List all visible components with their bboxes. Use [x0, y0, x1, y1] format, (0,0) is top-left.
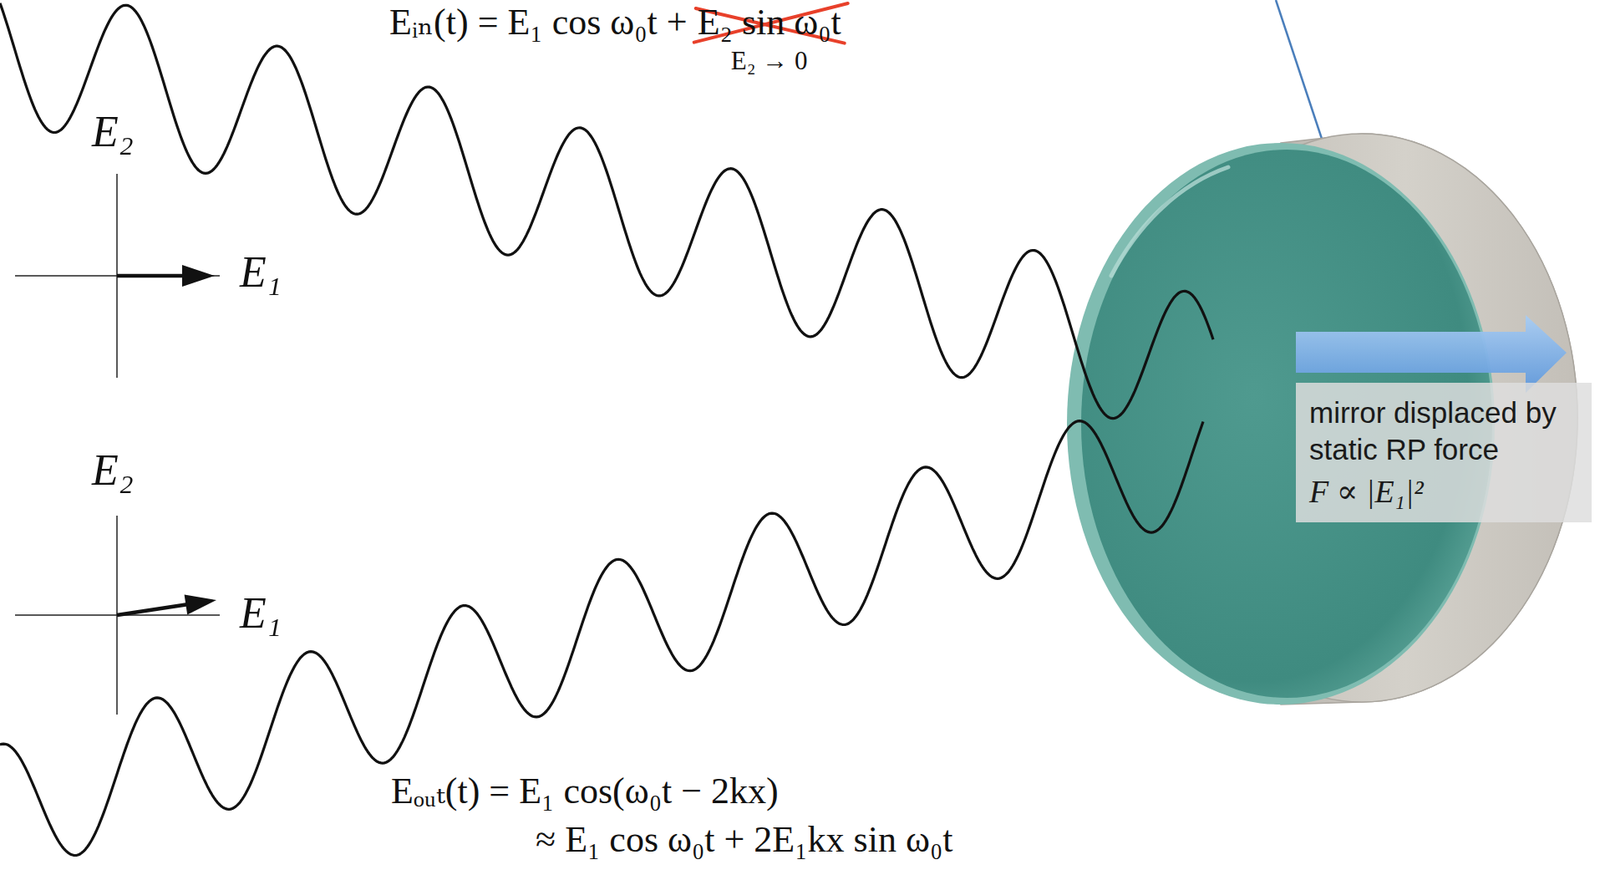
phasor-label: E₁ — [239, 588, 282, 639]
phasor-output — [15, 515, 220, 715]
note-box: mirror displaced by static RP forceF ∝ |… — [1295, 382, 1592, 523]
phasor-label: E₁ — [239, 247, 282, 298]
note-text: mirror displaced by static RP force — [1309, 394, 1579, 468]
mirror-highlight — [1111, 167, 1229, 276]
axis-label: E₂ — [91, 445, 134, 496]
crossed-term: E₂ sin ω₀t — [697, 1, 842, 45]
reflected-wave — [0, 421, 1204, 856]
arrow-head — [182, 264, 215, 287]
arrow-head — [184, 594, 217, 615]
suspension-wire — [1275, 0, 1322, 139]
incident-wave — [0, 3, 1214, 419]
force-arrow — [1295, 314, 1567, 393]
axis-label: E₂ — [91, 106, 134, 158]
equation-output: Eₒᵤₜ(t) = E₁ cos(ω₀t − 2kx) — [391, 770, 779, 813]
equation-approx: ≈ E₁ cos ω₀t + 2E₁kx sin ω₀t — [535, 818, 953, 862]
force-formula: F ∝ |E₁|² — [1309, 472, 1579, 512]
limit-note: E₂ → 0 — [731, 45, 808, 77]
phasor-arrow — [116, 604, 192, 616]
phasor-input — [15, 173, 220, 378]
equation-input: Eᵢₙ(t) = E₁ cos ω₀t + — [389, 1, 688, 45]
phasor-arrow — [116, 274, 191, 279]
mirror — [1066, 133, 1578, 705]
light-waves — [0, 3, 1214, 856]
